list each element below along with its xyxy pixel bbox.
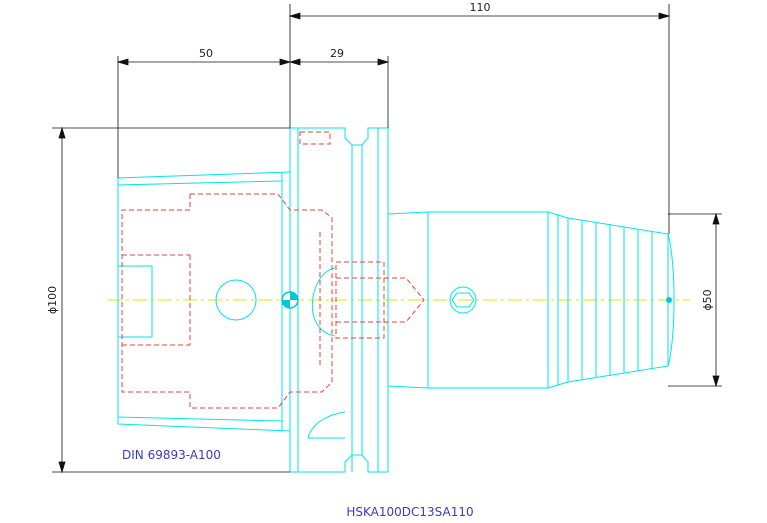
hidden-lines (121, 131, 425, 409)
dim-shank-diameter: ϕ50 (701, 289, 714, 310)
dimension-lines (52, 4, 722, 474)
part-number-label: HSKA100DC13SA110 (346, 505, 473, 519)
dim-taper-length: 50 (199, 47, 213, 60)
standard-label: DIN 69893-A100 (122, 448, 221, 462)
dim-flange-length: 29 (330, 47, 344, 60)
reference-marker (281, 291, 299, 309)
end-point-marker (666, 297, 672, 303)
dim-overall-length: 110 (470, 1, 491, 14)
dim-flange-diameter: ϕ100 (46, 286, 59, 314)
